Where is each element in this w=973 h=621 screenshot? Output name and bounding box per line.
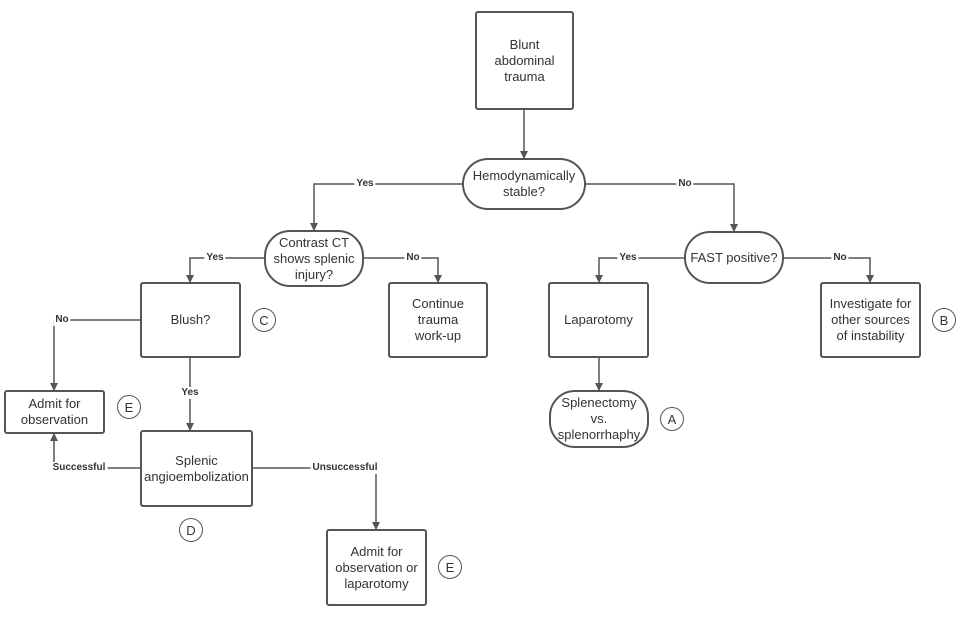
marker-e-laparotomy: E: [438, 555, 462, 579]
marker-e-observation: E: [117, 395, 141, 419]
edge-label-hemo-yes: Yes: [354, 178, 376, 190]
contrast-ct-decision: Contrast CT shows splenic injury?: [264, 230, 364, 287]
edge-label-blush-no: No: [53, 314, 71, 326]
edge-label-unsuccessful: Unsuccessful: [310, 462, 380, 474]
edge-label-fast-no: No: [831, 252, 849, 264]
edge-label-ct-yes: Yes: [204, 252, 226, 264]
investigate-box: Investigate for other sources of instabi…: [820, 282, 921, 358]
fast-positive-decision: FAST positive?: [684, 231, 784, 284]
splenic-angioembolization-box: Splenic angioembolization: [140, 430, 253, 507]
edge-unsuccessful: [252, 467, 380, 530]
blush-box: Blush?: [140, 282, 241, 358]
laparotomy-box: Laparotomy: [548, 282, 649, 358]
marker-b: B: [932, 308, 956, 332]
edge-hemo-yes: [310, 183, 463, 231]
admit-for-observation-or-laparotomy-box: Admit for observation or laparotomy: [326, 529, 427, 606]
marker-d: D: [179, 518, 203, 542]
edge-label-ct-no: No: [404, 252, 422, 264]
marker-a: A: [660, 407, 684, 431]
splenectomy-vs-splenorrhaphy-box: Splenectomy vs. splenorrhaphy: [549, 390, 649, 448]
edge-label-successful: Successful: [50, 462, 108, 474]
admit-for-observation-box: Admit for observation: [4, 390, 105, 434]
edge-ct-no: [363, 257, 442, 283]
edge-label-blush-yes: Yes: [179, 387, 201, 399]
continue-trauma-workup-box: Continue trauma work-up: [388, 282, 488, 358]
edge-ct-yes: [186, 257, 265, 283]
edge-fast-yes: [595, 257, 685, 283]
edge-blush-no: [50, 319, 140, 391]
edge-fast-no: [783, 257, 874, 283]
edge-hemo-no: [585, 183, 738, 232]
marker-c: C: [252, 308, 276, 332]
blunt-abdominal-trauma-box: Blunt abdominal trauma: [475, 11, 574, 110]
hemodynamically-stable-decision: Hemodynamically stable?: [462, 158, 586, 210]
edge-label-hemo-no: No: [676, 178, 694, 190]
edge-label-fast-yes: Yes: [617, 252, 639, 264]
